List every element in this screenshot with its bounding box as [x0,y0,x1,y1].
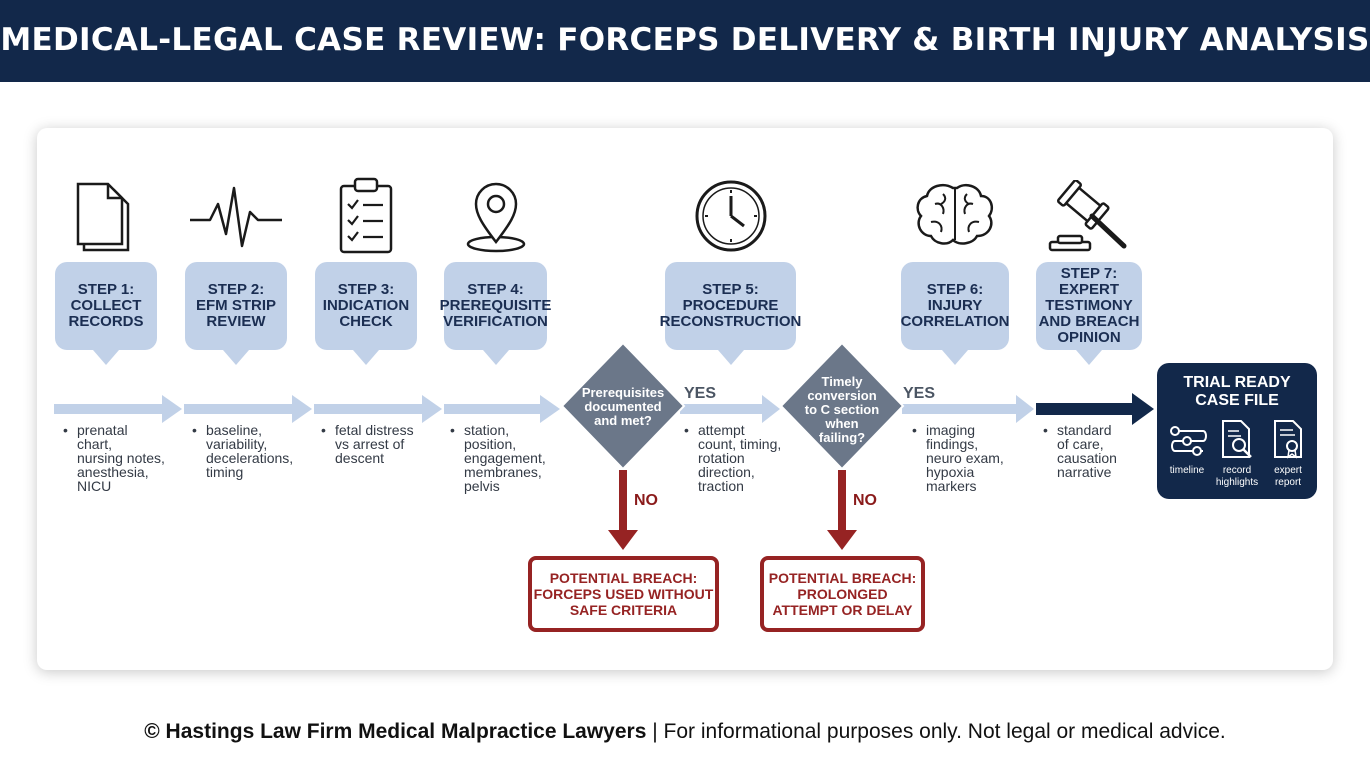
trial-ready-case-file: TRIAL READY CASE FILE timeline record hi… [1157,363,1317,499]
arrow-step7-to-trial [1036,393,1154,425]
brain-icon [916,184,993,245]
decision-1-no-label: NO [634,492,658,509]
arrow-step2 [184,395,312,423]
footer-disclaimer: © Hastings Law Firm Medical Malpractice … [0,720,1370,744]
decision-2-yes-label: YES [903,385,936,402]
arrow-step4 [444,395,560,423]
decision-2-no-label: NO [853,492,877,509]
step-3-details: •fetal distress vs arrest of descent [321,422,414,466]
document-icon [76,182,130,252]
trial-item-expert-report: expert report [1274,465,1302,488]
clipboard-checklist-icon [339,177,393,254]
step-7-details: •standard of care, causation narrative [1043,422,1117,480]
arrow-step3 [314,395,442,423]
timeline-icon [1170,426,1207,456]
magnifier-document-icon [1222,420,1252,458]
trial-title: TRIAL READY CASE FILE [1183,374,1291,409]
step-5-details: •attempt count, timing, rotation directi… [684,422,782,494]
decision-2-question: Timely conversion to C section when fail… [804,374,880,445]
header-bar: MEDICAL-LEGAL CASE REVIEW: FORCEPS DELIV… [0,0,1370,82]
decision-1-question: Prerequisites documented and met? [581,385,665,428]
arrow-yes-2 [902,395,1034,423]
step-1-details: •prenatal chart, nursing notes, anesthes… [63,422,165,494]
clock-icon [695,180,767,252]
decision-diamond-2 [779,341,905,471]
step-6-details: •imaging findings, neuro exam, hypoxia m… [912,422,1004,494]
breach-box-1: POTENTIAL BREACH: FORCEPS USED WITHOUT S… [528,556,719,632]
decision-diamond-1 [560,341,686,471]
step-2-details: •baseline, variability, decelerations, t… [192,422,294,480]
decision-1-yes-label: YES [684,385,717,402]
gavel-icon [1048,180,1127,252]
trial-item-timeline: timeline [1169,465,1205,476]
footer-firm-name: © Hastings Law Firm Medical Malpractice … [144,720,647,743]
heartbeat-icon [190,186,282,248]
footer-disclaimer-text: | For informational purposes only. Not l… [646,720,1226,743]
arrow-no-2 [827,470,857,550]
location-pin-icon [466,182,526,253]
arrow-yes-1 [680,395,780,423]
arrow-no-1 [608,470,638,550]
certificate-document-icon [1274,420,1302,459]
arrow-step1 [54,395,182,423]
step-4-details: •station, position, engagement, membrane… [450,422,546,494]
page-title: MEDICAL-LEGAL CASE REVIEW: FORCEPS DELIV… [0,22,1370,58]
trial-item-record-highlights: record highlights [1215,465,1259,488]
breach-box-2: POTENTIAL BREACH: PROLONGED ATTEMPT OR D… [760,556,925,632]
